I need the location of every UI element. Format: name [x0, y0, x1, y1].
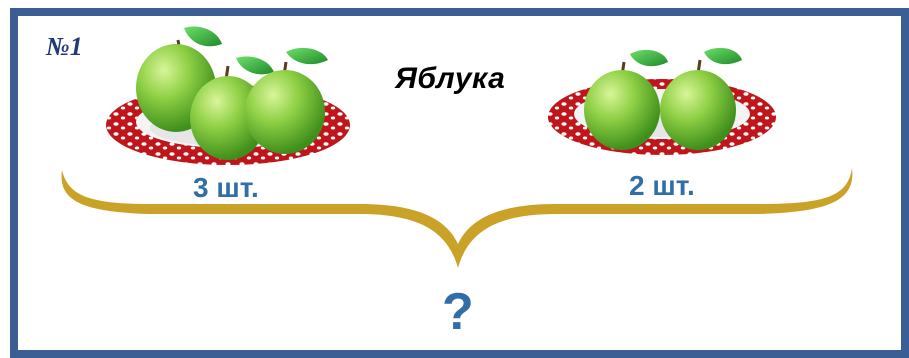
task-number: №1: [46, 32, 83, 62]
brace-icon: [62, 168, 853, 268]
left-quantity-label: 3 шт.: [193, 172, 259, 204]
right-quantity-label: 2 шт.: [629, 170, 695, 202]
page-title: Яблука: [395, 62, 505, 96]
question-mark: ?: [442, 282, 474, 342]
